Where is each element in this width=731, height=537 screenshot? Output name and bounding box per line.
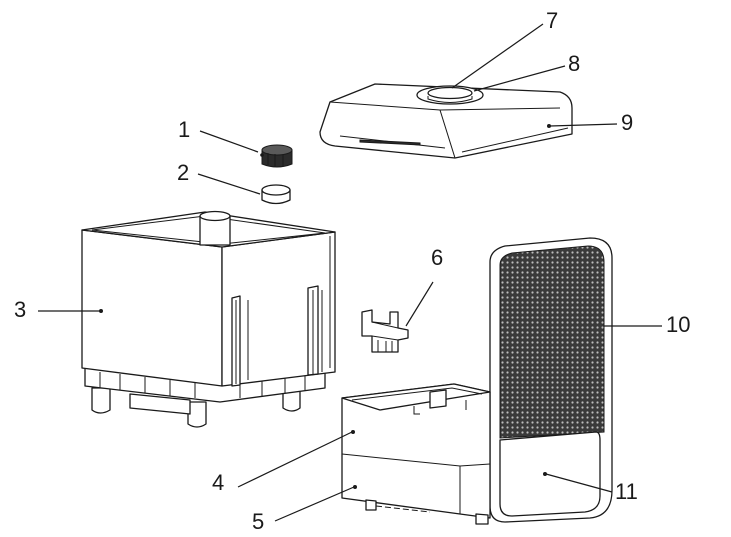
leader-dot-1 — [260, 153, 264, 157]
cap-part — [261, 144, 293, 168]
water-tank-part — [81, 210, 336, 428]
top-dial-part — [416, 85, 484, 105]
leader-dot-5 — [353, 485, 357, 489]
leader-7 — [451, 23, 544, 89]
leader-8 — [473, 65, 566, 92]
leader-dot-4 — [351, 430, 355, 434]
callout-1: 1 — [178, 117, 191, 142]
float-part — [361, 309, 409, 353]
leader-9 — [549, 123, 618, 127]
callout-6: 6 — [431, 245, 444, 270]
callout-4: 4 — [212, 470, 225, 495]
leader-6 — [405, 281, 434, 327]
callout-10: 10 — [666, 312, 691, 337]
top-lid-part — [319, 83, 573, 159]
leader-4 — [237, 431, 353, 488]
callout-2: 2 — [177, 160, 190, 185]
leader-5 — [274, 486, 355, 522]
base-housing-part — [341, 383, 491, 525]
callout-5: 5 — [252, 509, 265, 534]
leader-11 — [545, 473, 613, 493]
callout-3: 3 — [14, 297, 27, 322]
leader-1 — [199, 130, 259, 153]
leader-dot-11 — [543, 472, 547, 476]
rear-filter-panel-part — [489, 237, 613, 523]
leader-lines — [38, 23, 662, 522]
callout-9: 9 — [621, 110, 634, 135]
leader-dot-9 — [547, 124, 551, 128]
callout-7: 7 — [546, 8, 559, 33]
ring-part — [261, 184, 291, 205]
callout-8: 8 — [568, 51, 581, 76]
leader-dot-3 — [99, 309, 103, 313]
leader-2 — [197, 173, 261, 195]
callout-11: 11 — [615, 479, 638, 504]
